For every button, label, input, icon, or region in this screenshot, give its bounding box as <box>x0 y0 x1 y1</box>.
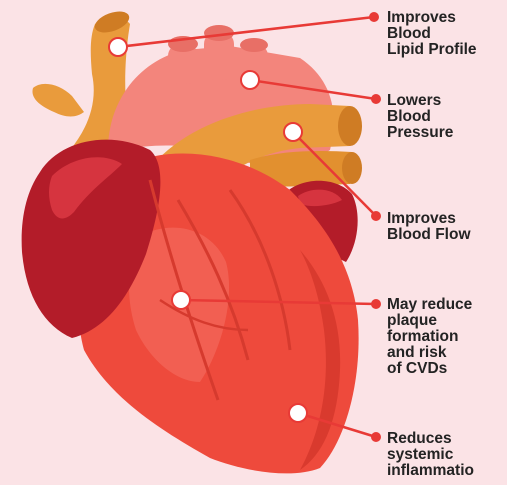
callout-dot-2 <box>371 94 381 104</box>
callout-label-inflammation: Reduces systemic inflammatio <box>387 431 474 479</box>
callout-marker-4 <box>172 291 190 309</box>
callout-label-plaque: May reduce plaque formation and risk of … <box>387 297 472 377</box>
callout-dot-4 <box>371 299 381 309</box>
aorta-branch-3-top <box>240 38 268 52</box>
callout-marker-1 <box>109 38 127 56</box>
callout-label-blood-pressure: Lowers Blood Pressure <box>387 93 453 141</box>
callout-dot-1 <box>369 12 379 22</box>
vena-cava-branch <box>32 84 84 117</box>
callout-label-blood-flow: Improves Blood Flow <box>387 211 471 243</box>
pulmonary-artery-end <box>338 106 362 146</box>
callout-marker-2 <box>241 71 259 89</box>
callout-dot-3 <box>371 211 381 221</box>
callout-dots <box>369 12 381 442</box>
callout-dot-5 <box>371 432 381 442</box>
callout-marker-3 <box>284 123 302 141</box>
pulmonary-artery-lower-end <box>342 152 362 184</box>
callout-label-lipid: Improves Blood Lipid Profile <box>387 10 477 58</box>
callout-marker-5 <box>289 404 307 422</box>
